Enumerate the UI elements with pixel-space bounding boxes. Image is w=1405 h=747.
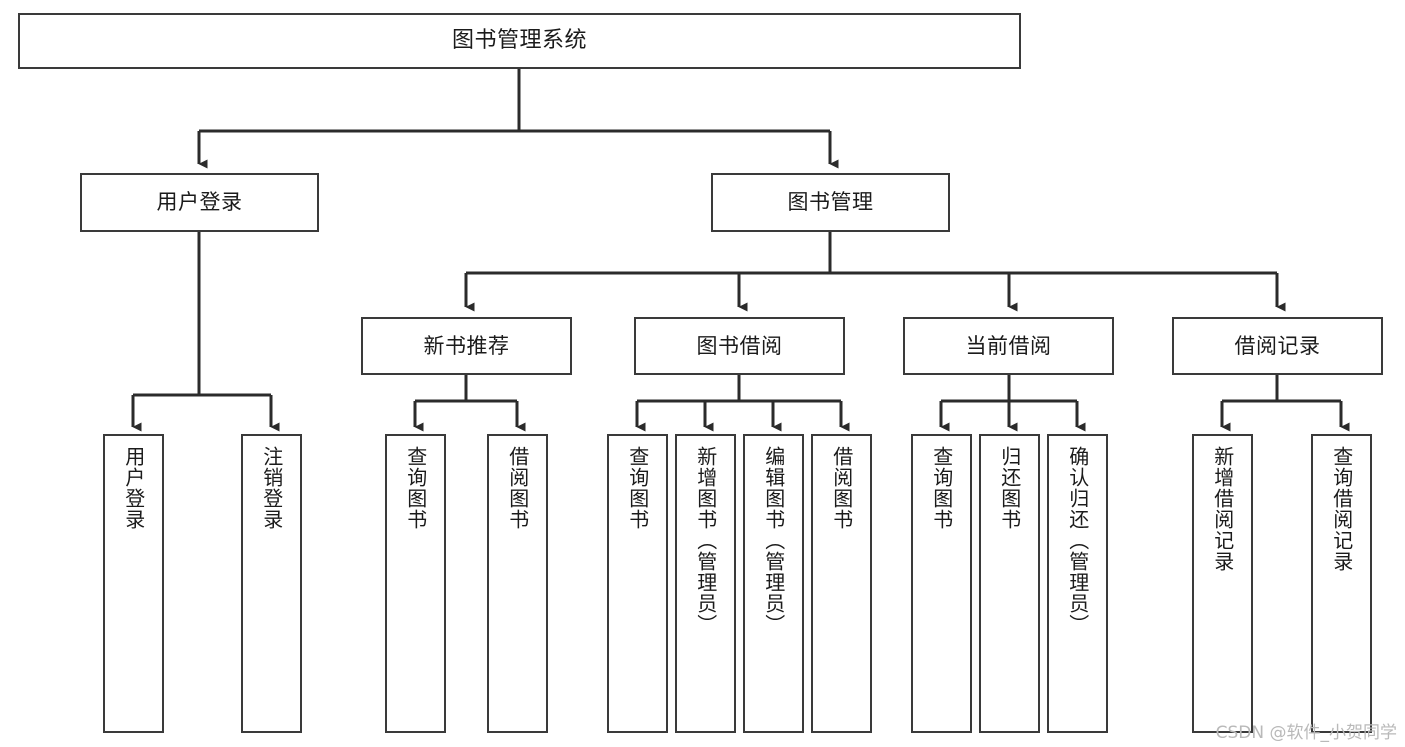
leaf-current-borrow-query-book[interactable]: 查询图书 [911, 434, 972, 733]
leaf-borrow-record-add-record-label: 新增借阅记录 [1210, 446, 1235, 572]
leaf-book-borrow-query-book-label: 查询图书 [625, 446, 650, 530]
leaf-new-book-query-book[interactable]: 查询图书 [385, 434, 446, 733]
node-book-management[interactable]: 图书管理 [711, 173, 950, 232]
node-book-borrow[interactable]: 图书借阅 [634, 317, 845, 375]
leaf-user-login-login-label: 用户登录 [121, 446, 146, 530]
leaf-new-book-borrow-book[interactable]: 借阅图书 [487, 434, 548, 733]
leaf-book-borrow-borrow-book[interactable]: 借阅图书 [811, 434, 872, 733]
leaf-book-borrow-borrow-book-label: 借阅图书 [829, 446, 854, 530]
node-user-login-label: 用户登录 [156, 190, 243, 215]
leaf-current-borrow-confirm-return[interactable]: 确认归还（管理员） [1047, 434, 1108, 733]
leaf-new-book-borrow-book-label: 借阅图书 [505, 446, 530, 530]
leaf-current-borrow-confirm-return-label: 确认归还（管理员） [1065, 446, 1090, 635]
csdn-watermark: CSDN @软件_小贺同学 [1215, 723, 1397, 743]
leaf-borrow-record-query-record[interactable]: 查询借阅记录 [1311, 434, 1372, 733]
leaf-book-borrow-edit-book-label: 编辑图书（管理员） [761, 446, 786, 635]
node-book-borrow-label: 图书借阅 [696, 333, 783, 358]
node-book-management-label: 图书管理 [787, 190, 874, 215]
leaf-book-borrow-add-book[interactable]: 新增图书（管理员） [675, 434, 736, 733]
leaf-user-login-logout[interactable]: 注销登录 [241, 434, 302, 733]
leaf-current-borrow-query-book-label: 查询图书 [929, 446, 954, 530]
leaf-current-borrow-return-book-label: 归还图书 [997, 446, 1022, 530]
leaf-book-borrow-query-book[interactable]: 查询图书 [607, 434, 668, 733]
node-root-book-management-system[interactable]: 图书管理系统 [18, 13, 1021, 69]
node-current-borrow[interactable]: 当前借阅 [903, 317, 1114, 375]
node-new-book-recommend-label: 新书推荐 [423, 333, 510, 358]
leaf-borrow-record-query-record-label: 查询借阅记录 [1329, 446, 1354, 572]
leaf-borrow-record-add-record[interactable]: 新增借阅记录 [1192, 434, 1253, 733]
leaf-book-borrow-edit-book[interactable]: 编辑图书（管理员） [743, 434, 804, 733]
leaf-book-borrow-add-book-label: 新增图书（管理员） [693, 446, 718, 635]
leaf-user-login-login[interactable]: 用户登录 [103, 434, 164, 733]
leaf-user-login-logout-label: 注销登录 [259, 446, 284, 530]
node-user-login[interactable]: 用户登录 [80, 173, 319, 232]
node-borrow-record-label: 借阅记录 [1234, 333, 1321, 358]
leaf-new-book-query-book-label: 查询图书 [403, 446, 428, 530]
node-new-book-recommend[interactable]: 新书推荐 [361, 317, 572, 375]
node-borrow-record[interactable]: 借阅记录 [1172, 317, 1383, 375]
leaf-current-borrow-return-book[interactable]: 归还图书 [979, 434, 1040, 733]
node-current-borrow-label: 当前借阅 [965, 333, 1052, 358]
node-root-label: 图书管理系统 [451, 28, 587, 54]
